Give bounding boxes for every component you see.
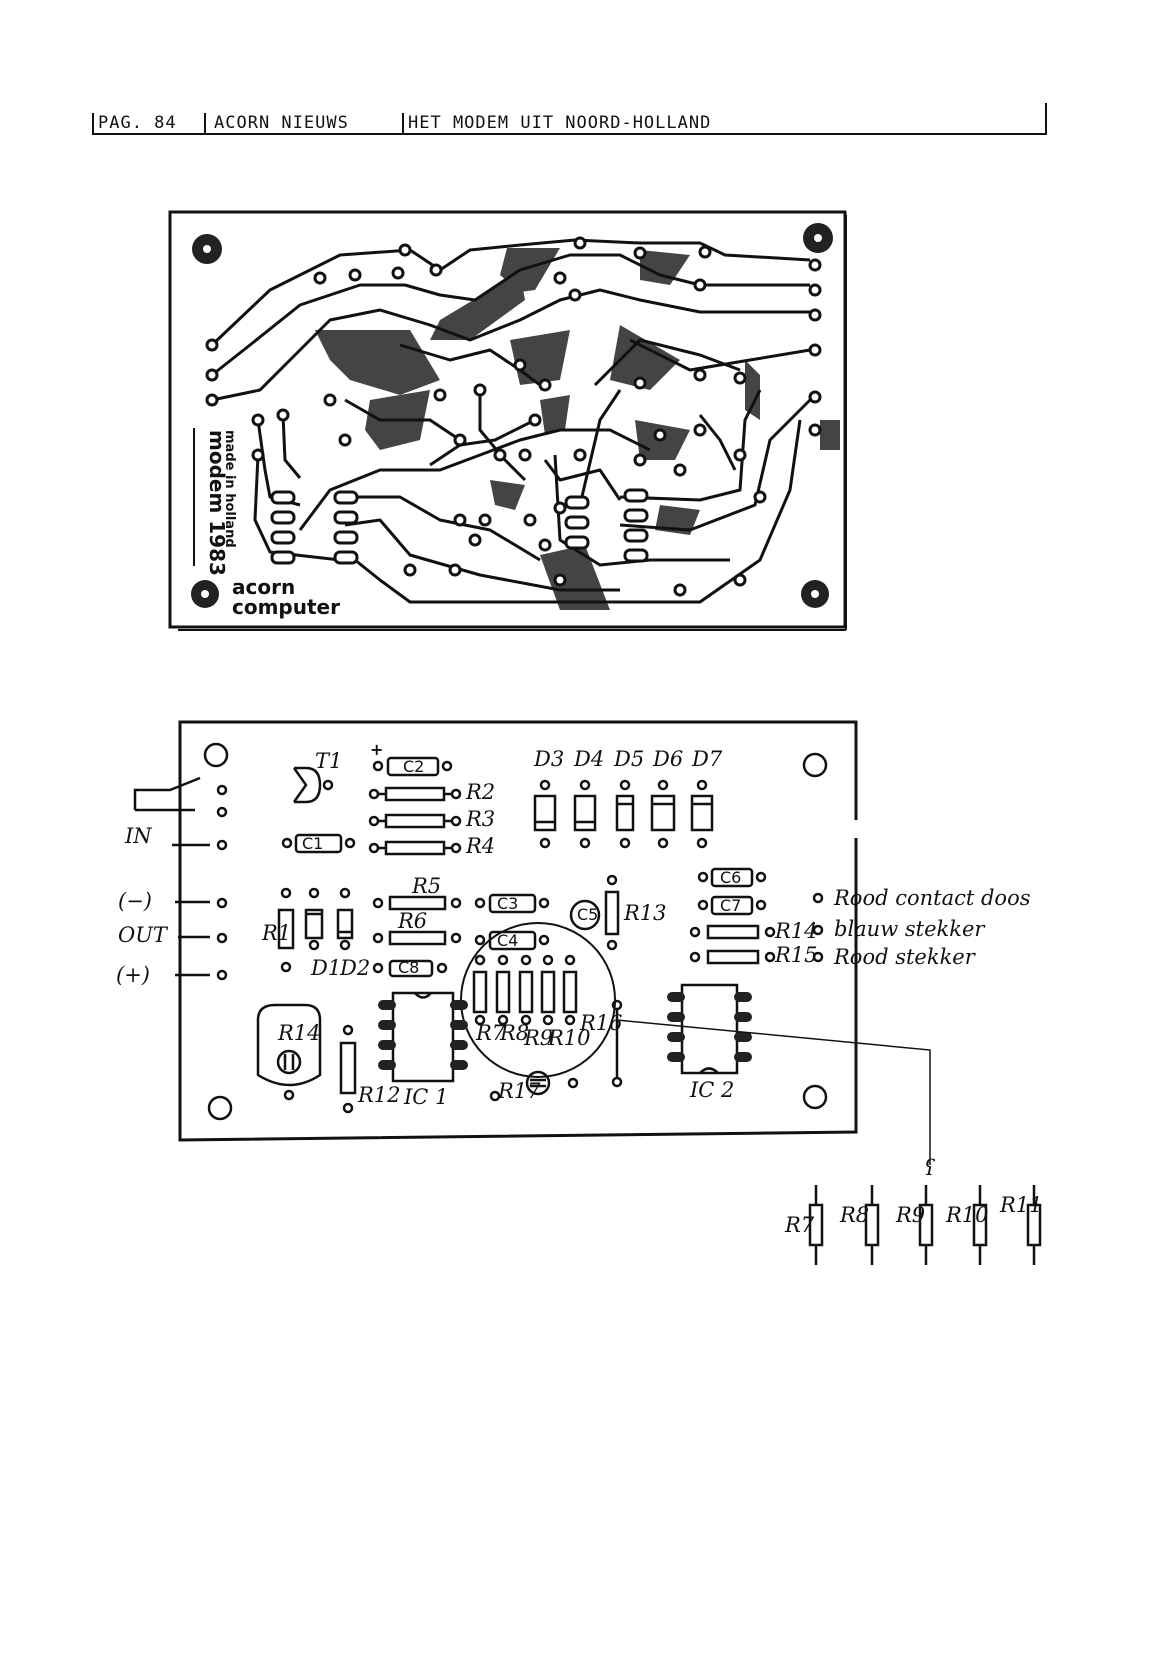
label-t1: T1 (315, 749, 342, 773)
label-r4: R4 (465, 834, 495, 858)
component-layout: IN (−) OUT (+) T1 C1 + C2 R2 R3 R4 (116, 720, 1031, 1180)
resistors-r15-side (689, 924, 776, 965)
label-minus: (−) (118, 889, 152, 913)
detail-leader-line (616, 1019, 931, 1165)
io-terminals (172, 839, 228, 981)
capacitor-c2 (372, 756, 453, 777)
label-c2: C2 (403, 757, 424, 776)
label-c2-plus: + (370, 740, 383, 759)
resistors-r2-r4 (368, 786, 462, 856)
label-r2: R2 (465, 780, 495, 804)
ic1-pins (378, 1000, 468, 1070)
label-r3: R3 (465, 807, 495, 831)
trimpot-r14 (256, 1003, 322, 1101)
pcb-layout: modem 1983 made in holland acorn compute… (168, 210, 847, 631)
label-r14-side: R14 (774, 919, 818, 943)
label-d4: D4 (573, 747, 604, 771)
label-r8-small: R8 (499, 1021, 529, 1045)
detail-label-r8: R8 (839, 1203, 869, 1227)
header-divider (402, 113, 404, 135)
article-title: HET MODEM UIT NOORD-HOLLAND (408, 113, 712, 133)
label-in: IN (124, 824, 152, 848)
board-text-modem: modem 1983 (205, 430, 229, 576)
label-d7: D7 (691, 747, 723, 771)
header-rule (92, 133, 1047, 135)
pcb-pads (205, 236, 822, 597)
label-d2: D2 (339, 956, 370, 980)
logo-computer: computer (232, 595, 340, 619)
capacitors-c6-c7 (697, 867, 767, 916)
label-c5: C5 (577, 905, 598, 924)
capacitors-c3-c4 (474, 893, 550, 951)
label-r13: R13 (623, 901, 667, 925)
label-r1: R1 (261, 921, 291, 945)
label-r10-small: R10 (547, 1026, 591, 1050)
label-d3: D3 (533, 747, 564, 771)
pcb-traces (210, 238, 812, 604)
pcb-ic-pads (270, 488, 649, 565)
detail-label-r11: R11 (999, 1193, 1043, 1217)
label-c6: C6 (720, 868, 741, 887)
resistors-r5-r6-c8 (372, 895, 462, 978)
resistor-r1-diodes-d1-d2 (277, 887, 354, 973)
page-number: PAG. 84 (98, 113, 177, 133)
label-r15: R15 (774, 943, 818, 967)
label-r7-small: R7 (475, 1021, 506, 1045)
ic2-pins (667, 992, 752, 1062)
label-c8: C8 (398, 958, 419, 977)
label-plus: (+) (116, 963, 150, 987)
switch-symbol (133, 776, 228, 818)
connector-rood-contact-doos: Rood contact doos (833, 886, 1031, 910)
header-divider (92, 113, 94, 135)
label-d1: D1 (310, 956, 341, 980)
page-header: PAG. 84 ACORN NIEUWS HET MODEM UIT NOORD… (92, 103, 1047, 135)
label-c1: C1 (302, 834, 323, 853)
label-r17: R17 (497, 1079, 541, 1103)
label-r9-small: R9 (523, 1026, 553, 1050)
label-r6: R6 (397, 909, 427, 933)
connector-blauw-stekker: blauw stekker (834, 917, 986, 941)
label-c4: C4 (497, 931, 518, 950)
label-r14: R14 (277, 1021, 321, 1045)
label-c3: C3 (497, 894, 518, 913)
detail-resistors: R7 R8 R9 R10 R11 (784, 1185, 1043, 1265)
header-end-mark (1045, 103, 1047, 135)
label-ic1: IC 1 (403, 1085, 448, 1109)
header-divider (204, 113, 206, 135)
label-r16: R16 (579, 1011, 623, 1035)
component-mounting-holes (203, 742, 828, 1121)
ic2-socket (680, 983, 739, 1075)
detail-label-r9: R9 (895, 1203, 925, 1227)
detail-label-r7: R7 (784, 1213, 815, 1237)
capacitor-c1 (281, 833, 356, 854)
connector-rood-stekker: Rood stekker (833, 945, 977, 969)
detail-label-r10: R10 (945, 1203, 989, 1227)
pcb-board-text: modem 1983 made in holland (205, 430, 237, 576)
label-r12: R12 (357, 1083, 401, 1107)
label-r5: R5 (411, 874, 441, 898)
logo-acorn: acorn (232, 575, 295, 599)
trimmer-r17 (489, 1070, 579, 1102)
pcb-mounting-holes (191, 223, 833, 608)
magazine-name: ACORN NIEUWS (214, 113, 349, 133)
capacitor-c5-resistor-r13 (569, 874, 620, 951)
leader-mark: ʕ (924, 1156, 936, 1180)
label-c7: C7 (720, 896, 741, 915)
connector-dots (812, 892, 824, 963)
label-out: OUT (118, 923, 169, 947)
diodes-d3-d7 (533, 779, 714, 849)
detail-circle (460, 922, 616, 1078)
label-d6: D6 (652, 747, 683, 771)
resistor-r12 (339, 1024, 357, 1114)
transistor-t1 (292, 766, 334, 804)
label-d5: D5 (613, 747, 644, 771)
resistors-r7-r10-placement (472, 954, 578, 1026)
ic1-socket (391, 991, 455, 1083)
label-ic2: IC 2 (689, 1078, 734, 1102)
board-text-holland: made in holland (222, 430, 237, 548)
